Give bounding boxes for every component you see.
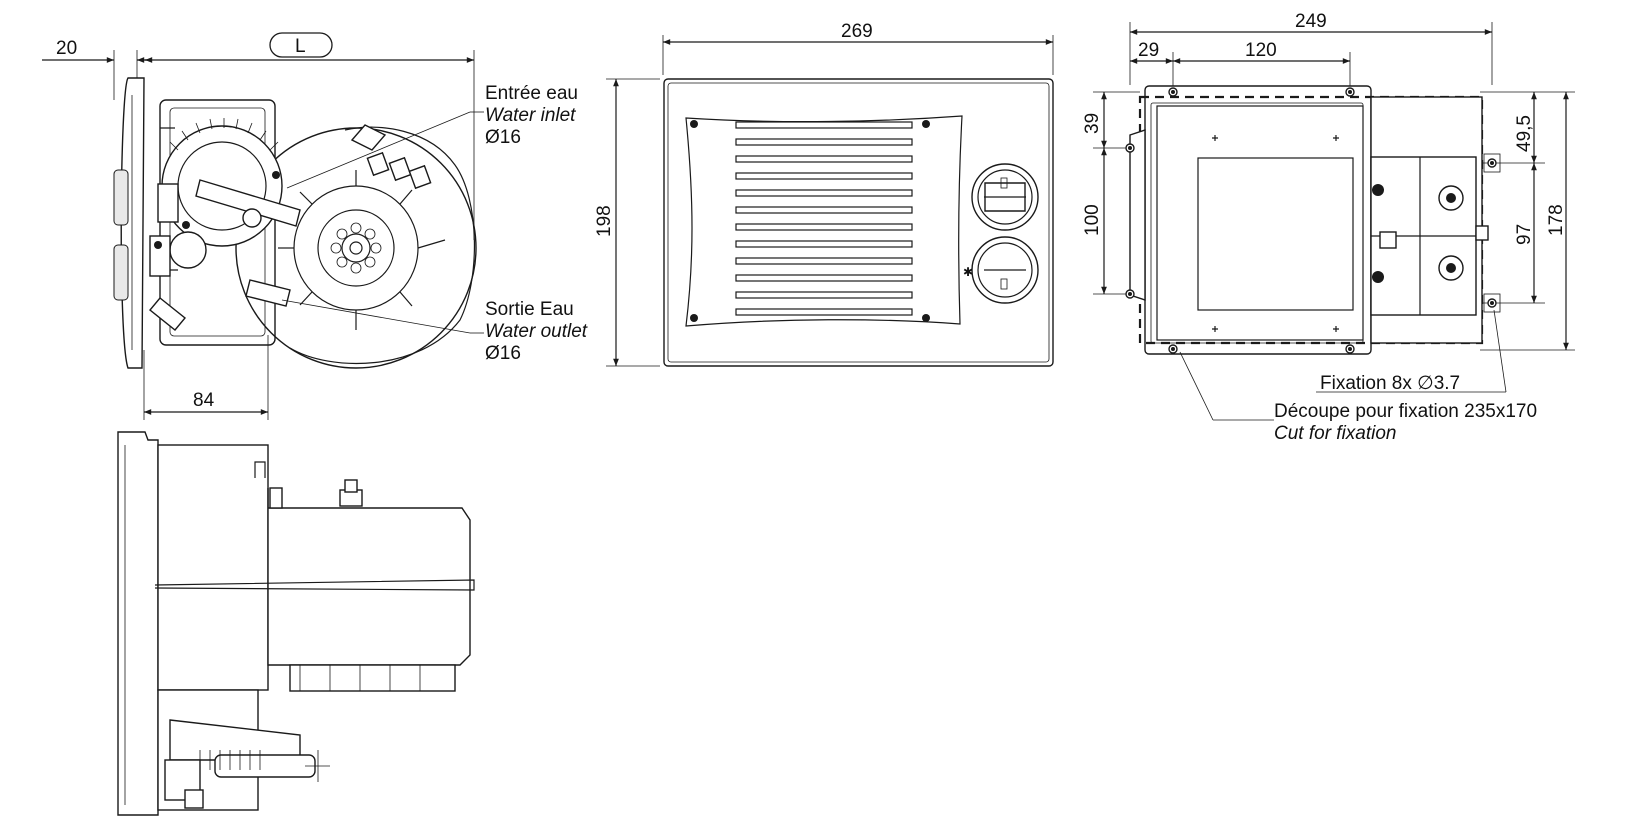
knob-upper [971, 163, 1039, 231]
dimension-49-5: 49,5 [1514, 91, 1537, 163]
dimension-39: 39 [1082, 91, 1107, 148]
dimension-178: 178 [1546, 91, 1569, 350]
dimension-100-label: 100 [1082, 204, 1103, 236]
dimension-l-label: L [295, 36, 306, 57]
dimension-100: 100 [1082, 148, 1107, 294]
outlet-label-fr: Sortie Eau [485, 299, 574, 320]
callout-cutout: Découpe pour fixation 235x170 Cut for fi… [1274, 401, 1537, 444]
dimension-l: L [145, 32, 474, 63]
cutout-label-fr: Découpe pour fixation 235x170 [1274, 401, 1537, 422]
dimension-84: 84 [144, 390, 268, 415]
dimension-84-label: 84 [193, 390, 215, 411]
dimension-198: 198 [594, 78, 619, 366]
cutout-label-en: Cut for fixation [1274, 423, 1397, 444]
grille-slats [735, 121, 913, 316]
outlet-diameter: Ø16 [485, 343, 521, 364]
dimension-120-label: 120 [1245, 40, 1277, 61]
inlet-label-en: Water inlet [485, 105, 576, 126]
dimension-249-label: 249 [1295, 11, 1327, 32]
dimension-20-label: 20 [56, 38, 77, 59]
dimension-269-label: 269 [841, 21, 873, 42]
dimension-97: 97 [1514, 163, 1537, 303]
dimension-269: 269 [663, 21, 1054, 45]
dimension-178-label: 178 [1546, 204, 1567, 236]
dimension-97-label: 97 [1514, 224, 1535, 245]
dimension-29-label: 29 [1138, 40, 1159, 61]
dimension-198-label: 198 [594, 205, 615, 237]
rear-crosses [1212, 135, 1339, 332]
front-view: 269 198 [594, 21, 1054, 367]
dimension-49-5-label: 49,5 [1514, 115, 1535, 152]
dimension-20: 20 [42, 38, 150, 63]
callout-water-inlet: Entrée eau Water inlet Ø16 [485, 83, 578, 148]
outlet-label-en: Water outlet [485, 321, 588, 342]
side-view: 20 L [42, 32, 588, 420]
dimension-39-label: 39 [1082, 113, 1103, 134]
callout-water-outlet: Sortie Eau Water outlet Ø16 [485, 299, 588, 364]
dimension-249: 249 [1129, 11, 1493, 35]
inlet-diameter: Ø16 [485, 127, 521, 148]
knob-scale-mark: ✱ [963, 265, 973, 279]
rear-view: 249 29 120 39 100 49,5 [1082, 11, 1575, 444]
fixation-holes [1125, 87, 1497, 354]
dimension-120: 120 [1172, 40, 1351, 64]
fixation-label: Fixation 8x ∅3.7 [1320, 373, 1460, 394]
callout-fixation: Fixation 8x ∅3.7 [1320, 373, 1460, 394]
bottom-view [117, 431, 475, 816]
inlet-label-fr: Entrée eau [485, 83, 578, 104]
knob-lower [971, 236, 1039, 304]
dimension-29: 29 [1129, 40, 1174, 64]
